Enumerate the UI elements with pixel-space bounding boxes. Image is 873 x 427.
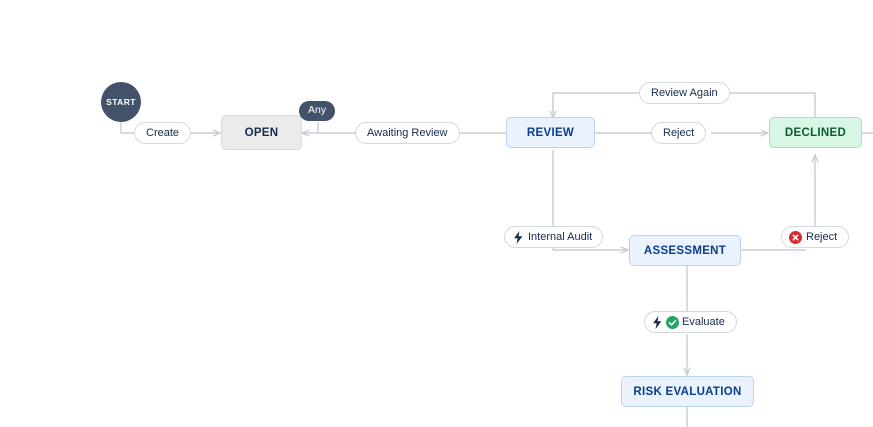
bolt-icon [652,315,663,329]
start-node[interactable]: START [101,82,141,122]
transition-reject-bottom[interactable]: Reject [781,226,850,248]
transition-reject-bottom-label: Reject [806,231,838,243]
state-node-review-label: REVIEW [526,126,575,139]
edge-review-again-to-review [553,92,640,118]
state-node-review[interactable]: REVIEW [506,117,595,148]
edge-start-to-create [120,122,135,134]
state-node-risk-evaluation-label: RISK EVALUATION [633,385,742,398]
bolt-icon [513,230,524,244]
check-circle-icon [666,315,679,329]
transition-reject-top-label: Reject [663,127,695,139]
state-node-open[interactable]: OPEN [221,115,302,150]
transition-review-again-label: Review Again [651,87,718,99]
transition-review-again[interactable]: Review Again [639,82,730,104]
transition-reject-top[interactable]: Reject [651,122,707,144]
transition-internal-audit[interactable]: Internal Audit [504,226,604,248]
state-node-declined[interactable]: DECLINED [769,117,862,148]
error-circle-icon [789,230,802,244]
transition-create[interactable]: Create [134,122,192,144]
transition-evaluate[interactable]: Evaluate [644,311,737,333]
badge-any[interactable]: Any [299,101,336,121]
transition-internal-audit-label: Internal Audit [528,231,593,243]
state-node-open-label: OPEN [244,126,279,139]
badge-any-label: Any [308,104,327,116]
edge-internal-audit-to-assessment [552,248,628,250]
state-node-assessment-label: ASSESSMENT [643,244,727,257]
edge-declined-to-review-again [730,92,816,117]
state-node-risk-evaluation[interactable]: RISK EVALUATION [621,376,754,407]
state-node-assessment[interactable]: ASSESSMENT [629,235,741,266]
transition-awaiting-review[interactable]: Awaiting Review [355,122,460,144]
transition-create-label: Create [146,127,180,139]
state-node-declined-label: DECLINED [784,126,847,139]
start-node-label: START [106,97,136,107]
transition-evaluate-label: Evaluate [682,316,725,328]
transition-awaiting-review-label: Awaiting Review [367,127,448,139]
